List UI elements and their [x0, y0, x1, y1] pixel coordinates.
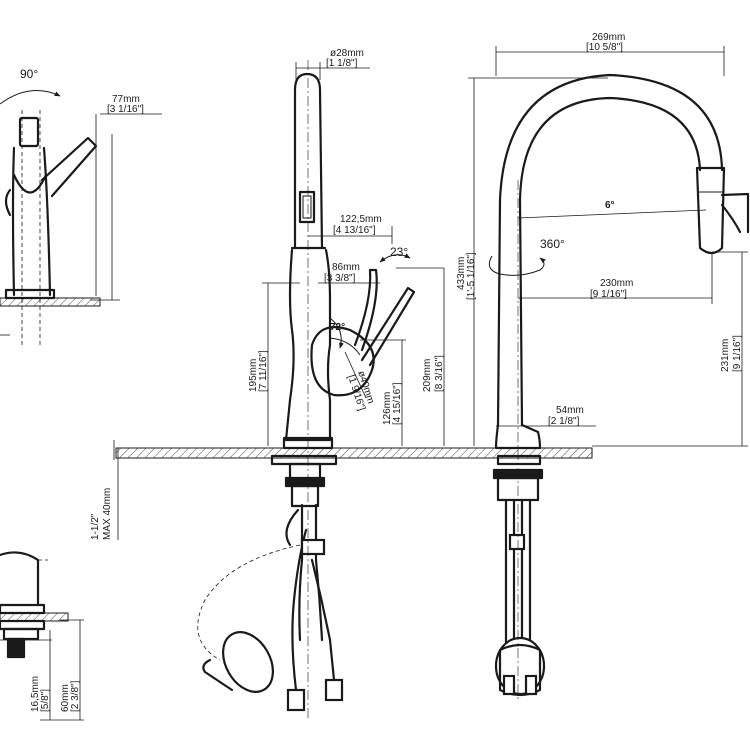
- handle-angle-label: 23°: [390, 245, 408, 259]
- handle-swing-label: 72°: [330, 322, 345, 333]
- handle-side-dim: 77mm: [112, 94, 140, 105]
- handle-depth-dim-in: [3 3/8"]: [324, 273, 356, 284]
- countertop: [115, 447, 593, 459]
- spout-tilt-label: 6°: [605, 200, 615, 211]
- spout-clearance-dim: 231mm: [720, 339, 731, 372]
- total-width-dim-in: [10 5/8"]: [586, 42, 623, 53]
- deck-thickness-dim-mm: MAX 40mm: [102, 488, 113, 540]
- diameter-top-dim-in: [1 1/8"]: [326, 58, 358, 69]
- flange-width-dim: 60mm: [60, 684, 71, 712]
- flange-detail: 16,5mm [5/8"] 60mm [2 3/8"]: [0, 551, 84, 721]
- spout-clearance-dim-in: [9 1/16"]: [732, 335, 743, 372]
- base-width-dim-in: [2 1/8"]: [548, 416, 580, 427]
- flange-height-dim-in: [5/8"]: [40, 689, 51, 712]
- flange-height-dim: 16,5mm: [30, 676, 41, 712]
- handle-side-dim-in: [3 1/16"]: [107, 104, 144, 115]
- deck-thickness-dimension: 1-1/2" MAX 40mm: [90, 448, 119, 540]
- total-width-dim: 269mm: [592, 32, 625, 43]
- base-height-dim: 126mm: [382, 392, 393, 425]
- rotation-handle-label: 90°: [20, 67, 38, 81]
- right-side-view: 6° 360° 269mm [10 5/8"] 433mm [1'-5 1/16…: [456, 32, 750, 700]
- spout-reach-dim: 230mm: [600, 278, 633, 289]
- total-height-dim-in: [1'-5 1/16"]: [466, 252, 477, 300]
- base-width-dim: 54mm: [556, 405, 584, 416]
- spout-rotation-label: 360°: [540, 237, 565, 251]
- left-side-view: 90° 77mm [3 1/16"]: [0, 67, 162, 345]
- diameter-top-dim: ø28mm: [330, 48, 364, 59]
- handle-depth-dim: 86mm: [332, 262, 360, 273]
- spout-reach-dim-in: [9 1/16"]: [590, 289, 627, 300]
- reach-handle-dim: 122,5mm: [340, 214, 382, 225]
- handle-height-dim: 195mm: [248, 359, 259, 392]
- flange-width-dim-in: [2 3/8"]: [70, 680, 81, 712]
- handle-height-dim-in: [7 11/16"]: [258, 350, 269, 392]
- base-height-dim-in: [4 15/16"]: [392, 382, 403, 425]
- body-height-dim-in: [8 3/16"]: [434, 355, 445, 392]
- body-height-dim: 209mm: [422, 359, 433, 392]
- total-height-dim: 433mm: [456, 257, 467, 290]
- deck-thickness-dim: 1-1/2": [90, 513, 101, 540]
- front-view: ø28mm [1 1/8"] 122,5mm [4 13/16"] 23° 86…: [197, 48, 445, 720]
- reach-handle-dim-in: [4 13/16"]: [333, 225, 376, 236]
